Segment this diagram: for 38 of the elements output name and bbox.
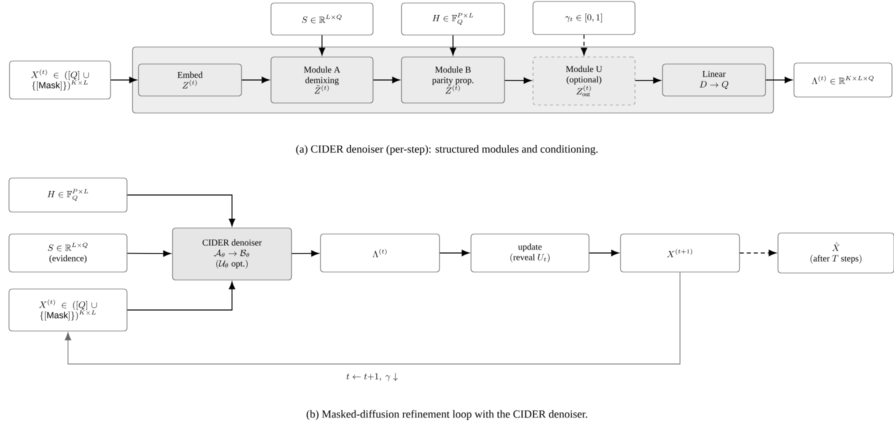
output-box: $\Lambda^{(t)} \in \mathbb{R}^{K\times L\times Q}$ bbox=[794, 62, 892, 98]
arrow bbox=[765, 76, 792, 84]
arrow bbox=[439, 250, 470, 256]
module-box: Module A demixing $\tilde{Z}^{(t)}$ bbox=[270, 56, 374, 104]
output-box: $\hat{X}$ $(\text{after } T \text{ steps})$ bbox=[778, 232, 894, 274]
arrow bbox=[588, 250, 619, 256]
arrow bbox=[739, 250, 776, 256]
process-box: $X^{(t+1)}$ bbox=[620, 234, 740, 272]
caption: (b) Masked-diffusion refinement loop with the CIDER denoiser. bbox=[306, 410, 588, 420]
arrow bbox=[504, 77, 532, 84]
arrow bbox=[126, 194, 236, 226]
input-box: $X^{(t)} \in ([Q] \cup \{[\textsf{Mask}]\})^{K\times L}$ bbox=[8, 288, 128, 332]
arrow bbox=[241, 76, 270, 84]
arrow bbox=[126, 282, 236, 310]
arrow bbox=[110, 76, 137, 84]
arrow bbox=[450, 34, 456, 56]
module-box: Module U (optional) $Z^{(t)}_{\mathrm{out}}$ bbox=[532, 56, 636, 106]
arrow bbox=[64, 272, 680, 364]
input-box: $X^{(t)} \in ([Q] \cup \{[\textsf{Mask}]\})^{K\times L}$ bbox=[9, 60, 111, 100]
input-box: $H \in \mathbb{F}_Q^{P\times L}$ bbox=[401, 2, 505, 36]
process-box: update $(\text{reveal } U_t)$ bbox=[470, 234, 590, 272]
input-box: $S \in \mathbb{R}^{L\times Q}$ bbox=[270, 2, 374, 36]
arrow bbox=[291, 250, 319, 257]
edge-label: $t \leftarrow t{+}1,\ \gamma\downarrow$ bbox=[345, 372, 399, 382]
module-box: Embed $Z^{(t)}$ bbox=[138, 64, 242, 96]
arrow bbox=[126, 250, 171, 257]
input-box: $\gamma_t \in [0,1]$ bbox=[532, 1, 636, 35]
arrow bbox=[372, 76, 400, 84]
arrow bbox=[318, 34, 326, 56]
denoiser-box: CIDER denoiser $\mathcal{A}_\theta \to \mathcal{B}_\theta$ $(\mathcal{U}_\theta \text{ opt.})$ bbox=[172, 228, 292, 280]
process-box: $\Lambda^{(t)}$ bbox=[320, 234, 440, 272]
module-box: Linear $D \to Q$ bbox=[662, 64, 766, 96]
arrow bbox=[634, 77, 661, 84]
input-box: $S \in \mathbb{R}^{L\times Q}$ (evidence) bbox=[8, 234, 128, 272]
caption: (a) CIDER denoiser (per-step): structured modules and conditioning. bbox=[296, 145, 598, 155]
input-box: $H \in \mathbb{F}_Q^{P\times L}$ bbox=[8, 178, 128, 212]
module-box: Module B parity prop. $\hat{Z}^{(t)}$ bbox=[401, 56, 505, 104]
arrow bbox=[580, 34, 588, 56]
